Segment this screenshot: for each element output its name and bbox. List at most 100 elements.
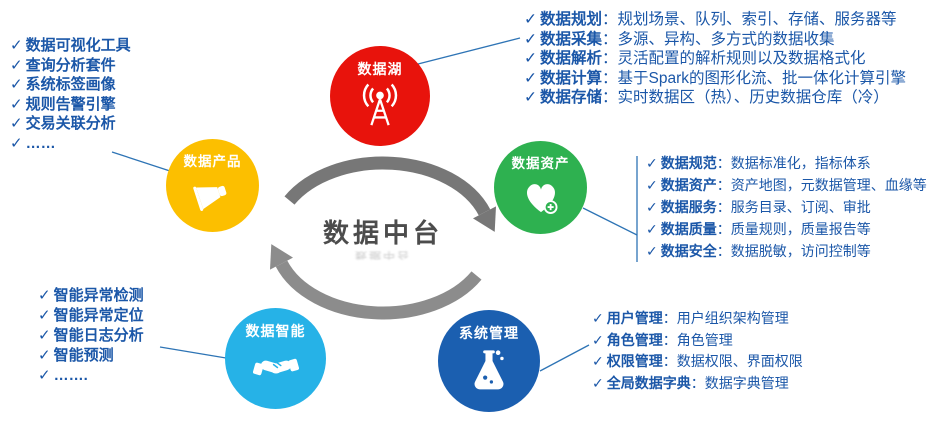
connector-lake (417, 37, 521, 65)
check-icon: ✓ (10, 95, 23, 113)
list-data-lake-features: ✓数据规划：规划场景、队列、索引、存储、服务器等 ✓数据采集：多源、异构、多方式… (524, 10, 906, 108)
item-desc: ：资产地图，元数据管理、血缘等 (716, 177, 927, 193)
check-icon: ✓ (524, 89, 537, 106)
item-term: 系统标签画像 (25, 76, 116, 93)
megaphone-icon (192, 185, 226, 211)
check-icon: ✓ (38, 307, 51, 324)
check-icon: ✓ (38, 327, 51, 344)
node-label: 系统管理 (459, 325, 519, 341)
list-item: ✓数据质量：质量规则，质量报告等 (646, 218, 927, 240)
list-item: ✓交易关联分析 (10, 114, 131, 134)
list-item: ✓系统标签画像 (10, 75, 131, 95)
flask-icon (474, 350, 504, 390)
cycle-arrow-top (284, 156, 491, 216)
item-term: 数据采集 (540, 30, 603, 48)
list-item: ✓智能异常检测 (38, 286, 144, 306)
cycle-arrow-bottom (275, 260, 482, 320)
connector-asset (582, 207, 638, 236)
check-icon: ✓ (10, 76, 23, 93)
check-icon: ✓ (10, 115, 23, 132)
check-icon: ✓ (646, 177, 658, 193)
list-item: ✓数据资产：资产地图，元数据管理、血缘等 (646, 174, 927, 196)
list-item: ✓智能日志分析 (38, 326, 144, 346)
node-data-intelligence: 数据智能 (225, 308, 326, 409)
broadcast-tower-icon (362, 83, 398, 126)
check-icon: ✓ (592, 331, 604, 348)
item-desc: ：数据权限、界面权限 (662, 353, 803, 369)
item-desc: ：数据标准化，指标体系 (716, 155, 871, 171)
connector-system (539, 344, 590, 372)
item-term: 数据资产 (660, 177, 717, 193)
check-icon: ✓ (592, 310, 604, 326)
list-item: ✓规则告警引擎 (10, 95, 131, 115)
item-term: …… (25, 134, 56, 152)
connector-lines (111, 37, 638, 372)
item-desc: ：角色管理 (662, 331, 733, 348)
check-icon: ✓ (38, 347, 51, 364)
check-icon: ✓ (592, 374, 604, 391)
list-item: ✓数据规范：数据标准化，指标体系 (646, 152, 927, 174)
handshake-icon (252, 358, 299, 376)
item-desc: ：多源、异构、多方式的数据收集 (602, 30, 835, 48)
item-desc: ：质量规则，质量报告等 (716, 221, 871, 237)
item-desc: ：服务目录、订阅、审批 (716, 199, 871, 215)
node-data-product: 数据产品 (166, 139, 259, 232)
check-icon: ✓ (10, 56, 23, 74)
list-item: ✓查询分析套件 (10, 56, 131, 76)
item-term: 数据质量 (660, 221, 717, 237)
check-icon: ✓ (524, 30, 537, 48)
list-system-management-features: ✓用户管理：用户组织架构管理 ✓角色管理：角色管理 ✓权限管理：数据权限、界面权… (592, 308, 803, 394)
list-item: ✓…… (10, 134, 131, 154)
check-icon: ✓ (592, 353, 604, 369)
center-title-reflection: 数据中台 (354, 249, 411, 261)
check-icon: ✓ (38, 287, 51, 304)
check-icon: ✓ (646, 243, 658, 259)
item-term: 智能异常检测 (53, 287, 144, 304)
item-desc: ：用户组织架构管理 (662, 310, 789, 326)
item-term: 数据安全 (660, 243, 717, 259)
list-item: ✓权限管理：数据权限、界面权限 (592, 351, 803, 373)
check-icon: ✓ (646, 155, 658, 171)
item-desc: ：实时数据区（热）、历史数据仓库（冷） (602, 89, 889, 106)
check-icon: ✓ (646, 199, 658, 215)
item-term: 数据存储 (540, 89, 603, 106)
item-desc: ：基于Spark的图形化流、批一体化计算引擎 (602, 69, 907, 87)
item-term: 数据计算 (540, 69, 603, 87)
list-item: ✓数据规划：规划场景、队列、索引、存储、服务器等 (524, 10, 906, 30)
node-data-asset: 数据资产 (494, 141, 587, 234)
cycle-arrowhead-left (270, 244, 293, 270)
list-data-intelligence-features: ✓智能异常检测 ✓智能异常定位 ✓智能日志分析 ✓智能预测 ✓……. (38, 286, 144, 386)
check-icon: ✓ (38, 367, 51, 384)
list-item: ✓……. (38, 366, 144, 386)
item-term: 智能异常定位 (53, 307, 144, 324)
check-icon: ✓ (524, 69, 537, 87)
node-label: 数据湖 (357, 61, 403, 77)
node-label: 数据智能 (245, 323, 306, 339)
item-term: 规则告警引擎 (25, 95, 116, 113)
list-item: ✓数据安全：数据脱敏，访问控制等 (646, 240, 927, 262)
item-term: 角色管理 (606, 331, 663, 348)
center-title: 数据中台 (322, 218, 443, 248)
list-item: ✓智能预测 (38, 346, 144, 366)
item-term: 数据规范 (660, 155, 717, 171)
list-item: ✓全局数据字典：数据字典管理 (592, 373, 803, 395)
item-desc: ：灵活配置的解析规则以及数据格式化 (602, 50, 866, 67)
item-term: 智能日志分析 (53, 327, 144, 344)
item-term: 数据服务 (660, 199, 717, 215)
node-label: 数据产品 (183, 154, 242, 169)
list-item: ✓数据可视化工具 (10, 36, 131, 56)
item-term: 交易关联分析 (25, 115, 116, 132)
check-icon: ✓ (524, 11, 537, 28)
list-data-product-features: ✓数据可视化工具 ✓查询分析套件 ✓系统标签画像 ✓规则告警引擎 ✓交易关联分析… (10, 36, 131, 153)
item-term: ……. (53, 367, 88, 384)
item-desc: ：规划场景、队列、索引、存储、服务器等 (602, 11, 897, 28)
list-item: ✓用户管理：用户组织架构管理 (592, 308, 803, 330)
list-item: ✓数据计算：基于Spark的图形化流、批一体化计算引擎 (524, 69, 906, 89)
item-term: 数据解析 (540, 50, 603, 67)
item-term: 全局数据字典 (606, 374, 691, 391)
item-desc: ：数据脱敏，访问控制等 (716, 243, 871, 259)
check-icon: ✓ (10, 134, 23, 152)
list-item: ✓数据存储：实时数据区（热）、历史数据仓库（冷） (524, 88, 906, 108)
